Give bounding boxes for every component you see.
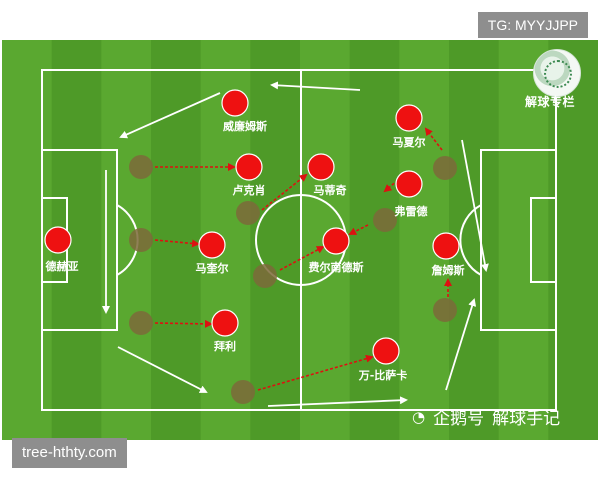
player-marker[interactable]: [221, 89, 249, 117]
movement-arrow: [267, 396, 408, 407]
player-name: 卢克肖: [233, 183, 266, 197]
player[interactable]: 威廉姆斯: [221, 89, 267, 133]
ghost-player-marker: [373, 208, 397, 232]
player-name: 马奎尔: [196, 261, 229, 275]
ghost-player-marker: [129, 155, 153, 179]
player-name: 马夏尔: [393, 135, 426, 149]
ghost-player-marker: [433, 156, 457, 180]
player-marker[interactable]: [395, 170, 423, 198]
player-marker[interactable]: [432, 232, 460, 260]
player-name: 德赫亚: [45, 259, 79, 273]
movement-arrow: [117, 346, 208, 393]
site-watermark: tree-hthty.com: [12, 438, 127, 468]
player[interactable]: 马蒂奇: [307, 153, 347, 197]
platform-watermark: ◔ 企鹅号 解球手记: [412, 404, 561, 430]
ghost-player-marker: [253, 264, 277, 288]
column-label: 解球专栏: [525, 95, 576, 109]
ghost-player-marker: [129, 228, 153, 252]
pass-arrow: [424, 127, 443, 151]
player[interactable]: 万-比萨卡: [358, 337, 408, 382]
player-marker[interactable]: [198, 231, 226, 259]
penguin-icon: ◔: [412, 407, 426, 426]
tg-watermark: TG: MYYJJPP: [477, 12, 588, 38]
pass-arrow: [154, 239, 200, 248]
movement-arrow: [270, 81, 361, 91]
player[interactable]: 弗雷德: [395, 170, 428, 218]
ghost-player-marker: [129, 311, 153, 335]
player-name: 詹姆斯: [432, 263, 465, 277]
player[interactable]: 马夏尔: [393, 104, 426, 149]
player-name: 拜利: [214, 339, 236, 353]
player-marker[interactable]: [395, 104, 423, 132]
player-marker[interactable]: [211, 309, 239, 337]
player-name: 费尔南德斯: [309, 260, 364, 274]
pass-arrow: [261, 173, 308, 211]
club-crest-logo: [533, 49, 581, 97]
player-name: 威廉姆斯: [223, 119, 267, 133]
grass-stripe: [498, 40, 549, 440]
player[interactable]: 詹姆斯: [432, 232, 465, 277]
player-marker[interactable]: [307, 153, 335, 181]
movement-arrow: [461, 139, 489, 272]
player[interactable]: 拜利: [211, 309, 239, 353]
players: 威廉姆斯 卢克肖 马蒂奇 德赫亚 马奎尔 费尔南德斯 拜利 万-比萨卡: [44, 89, 465, 382]
player-marker[interactable]: [372, 337, 400, 365]
pass-arrow: [348, 224, 369, 235]
player[interactable]: 费尔南德斯: [309, 227, 364, 274]
player-name: 万-比萨卡: [358, 368, 408, 382]
grass-stripe: [2, 40, 52, 440]
ghost-players: [129, 155, 457, 404]
right-penalty-arc: [459, 204, 482, 276]
ghost-player-marker: [236, 201, 260, 225]
pitch-lines: [41, 69, 557, 411]
player[interactable]: 卢克肖: [233, 153, 266, 197]
player-name: 马蒂奇: [314, 183, 347, 197]
movement-arrows: [102, 81, 489, 407]
platform-name: 企鹅号: [433, 409, 485, 429]
player[interactable]: 德赫亚: [44, 226, 79, 273]
ghost-player-marker: [433, 298, 457, 322]
player-marker[interactable]: [322, 227, 350, 255]
right-goal-box: [530, 197, 557, 283]
ghost-player-marker: [231, 380, 255, 404]
player-marker[interactable]: [44, 226, 72, 254]
player[interactable]: 马奎尔: [196, 231, 229, 275]
pass-arrow: [154, 319, 213, 328]
pass-arrow: [279, 246, 325, 271]
player-marker[interactable]: [235, 153, 263, 181]
movement-arrow: [445, 298, 477, 391]
movement-arrow: [119, 92, 221, 139]
player-name: 弗雷德: [395, 204, 428, 218]
author-name: 解球手记: [492, 409, 561, 429]
